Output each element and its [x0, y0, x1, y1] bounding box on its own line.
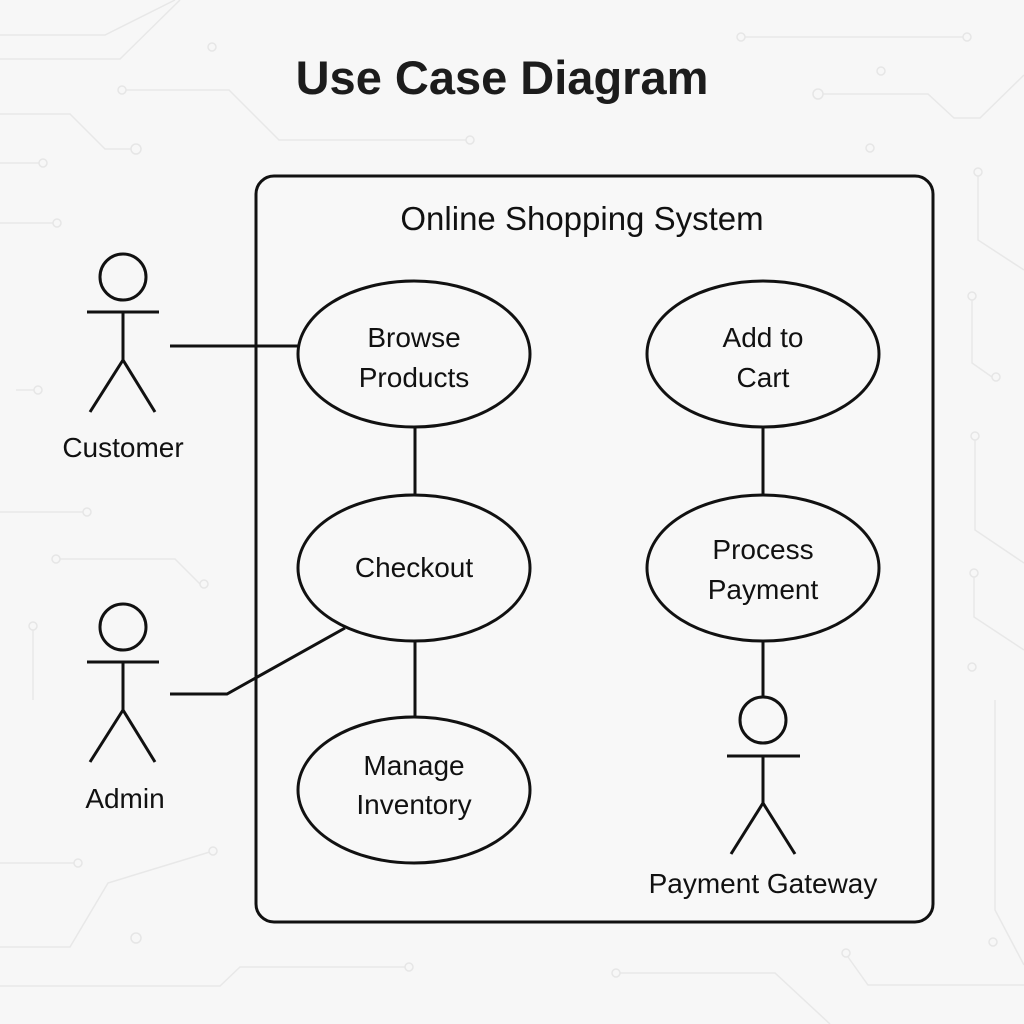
use-case-ellipse[interactable]	[645, 493, 881, 643]
use-case-label: Browse	[367, 322, 460, 353]
actor-label: Admin	[85, 783, 164, 814]
association-admin-checkout[interactable]	[170, 626, 346, 696]
actor-payment-gateway[interactable]: Payment Gateway	[649, 695, 878, 899]
use-case-label: Manage	[363, 750, 464, 781]
actor-customer[interactable]: Customer	[62, 252, 184, 463]
use-case-process-payment[interactable]: Process Payment	[645, 493, 881, 643]
use-case-browse-products[interactable]: Browse Products	[296, 279, 532, 429]
associations	[170, 344, 765, 717]
diagram-title: Use Case Diagram	[296, 51, 709, 104]
actor-admin[interactable]: Admin	[85, 602, 165, 814]
use-case-ellipse[interactable]	[296, 715, 532, 865]
use-case-add-to-cart[interactable]: Add to Cart	[645, 279, 881, 429]
use-case-label: Add to	[723, 322, 804, 353]
use-case-label: Process	[712, 534, 813, 565]
use-case-label: Checkout	[355, 552, 474, 583]
system-label: Online Shopping System	[400, 200, 763, 237]
use-case-ellipse[interactable]	[296, 493, 532, 643]
use-case-checkout[interactable]: Checkout	[296, 493, 532, 643]
use-case-ellipse[interactable]	[296, 279, 532, 429]
stick-figure-icon	[727, 695, 800, 855]
stick-figure-icon	[87, 602, 159, 763]
actor-label: Customer	[62, 432, 183, 463]
stick-figure-icon	[87, 252, 159, 413]
actor-label: Payment Gateway	[649, 868, 878, 899]
use-case-ellipse[interactable]	[645, 279, 881, 429]
use-case-label: Products	[359, 362, 470, 393]
use-case-label: Inventory	[356, 789, 471, 820]
use-case-label: Cart	[737, 362, 790, 393]
use-case-manage-inventory[interactable]: Manage Inventory	[296, 715, 532, 865]
use-case-label: Payment	[708, 574, 819, 605]
